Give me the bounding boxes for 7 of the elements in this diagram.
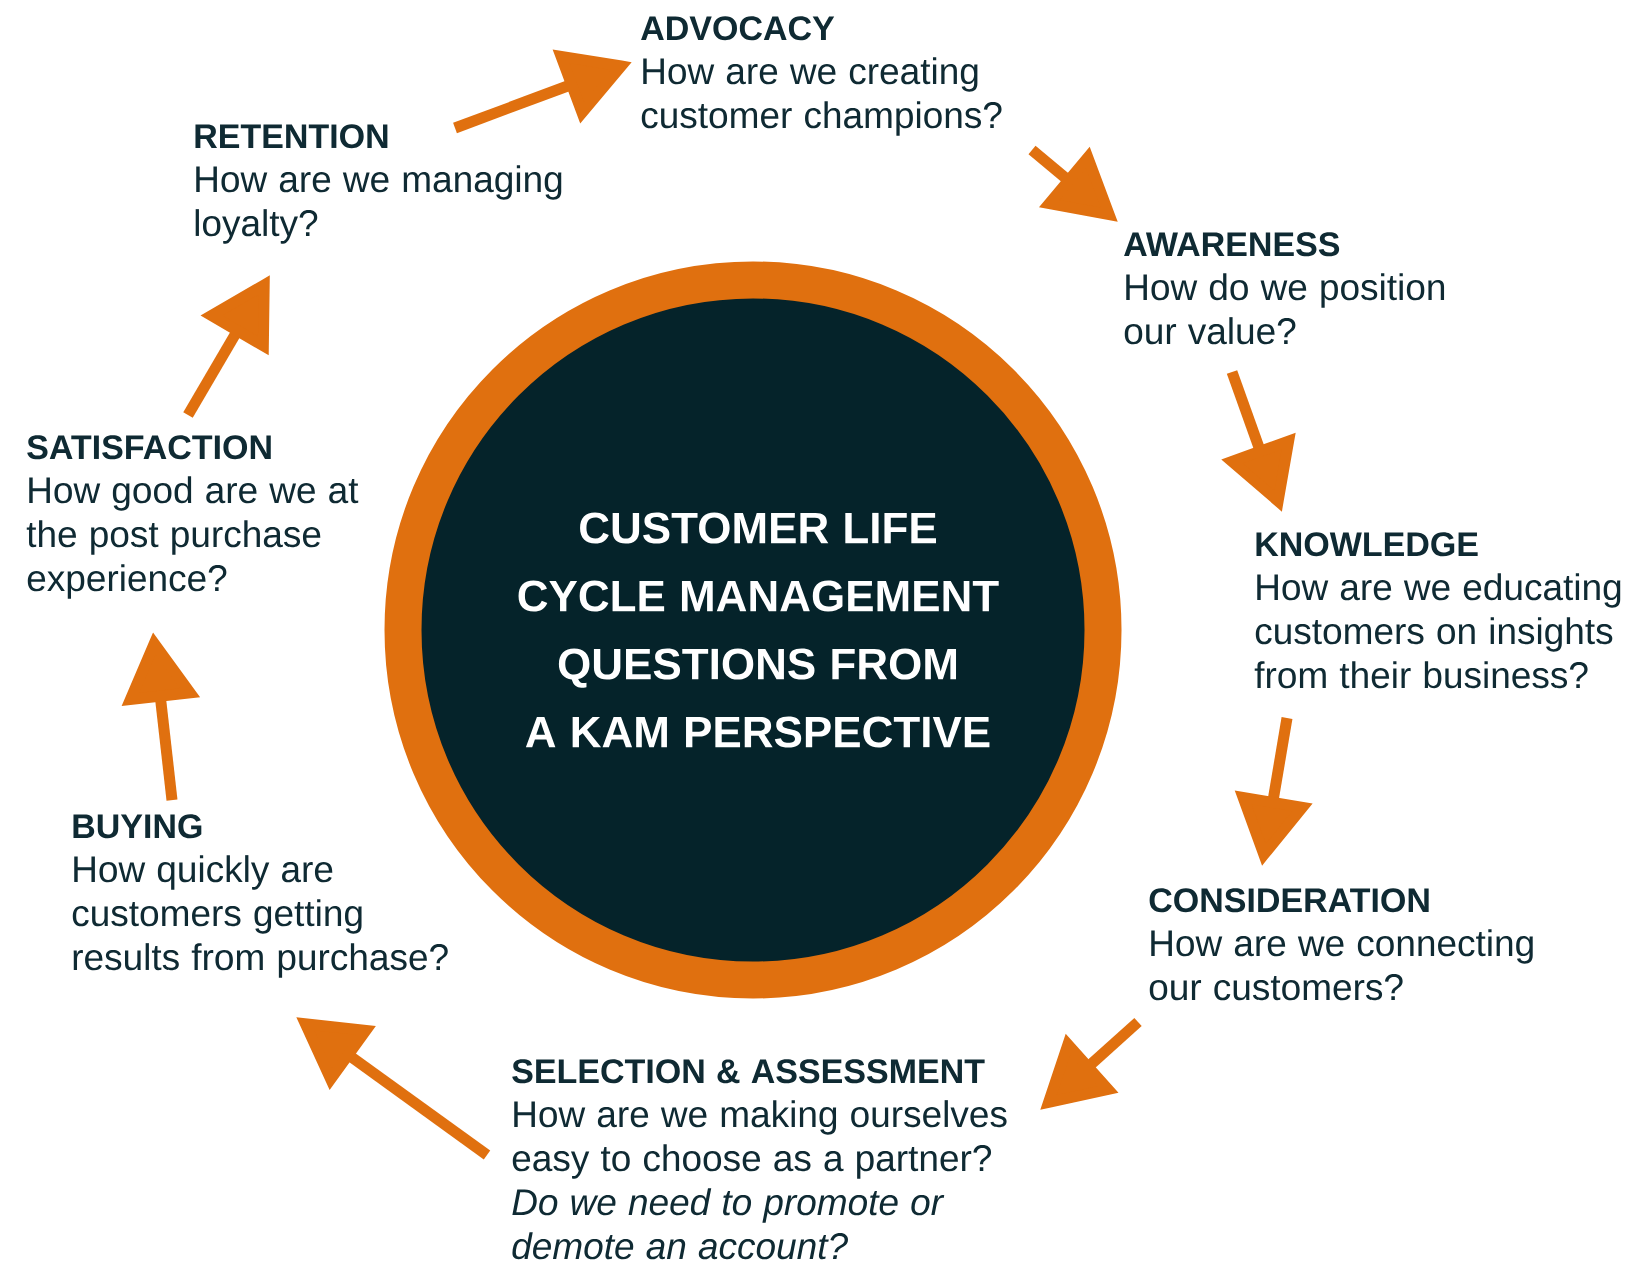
stage-text: SELECTION & ASSESSMENT How are we making ourselves easy to choose as a partner? Do we need to promote or demote an account? [512,1059,1007,1260]
stage-text: ADVOCACY How are we creating customer champions? [641,16,1002,136]
stage-text: CONSIDERATION How are we connecting our customers? [1149,888,1533,1001]
stage-text: RETENTION How are we managing loyalty? [195,124,562,244]
stage-text: KNOWLEDGE How are we educating customers on insights from their business? [1254,532,1621,689]
stage-text: SATISFACTION How good are we at the post purchase experience? [26,435,359,599]
stage-text: AWARENESS How do we position our value? [1124,232,1445,345]
